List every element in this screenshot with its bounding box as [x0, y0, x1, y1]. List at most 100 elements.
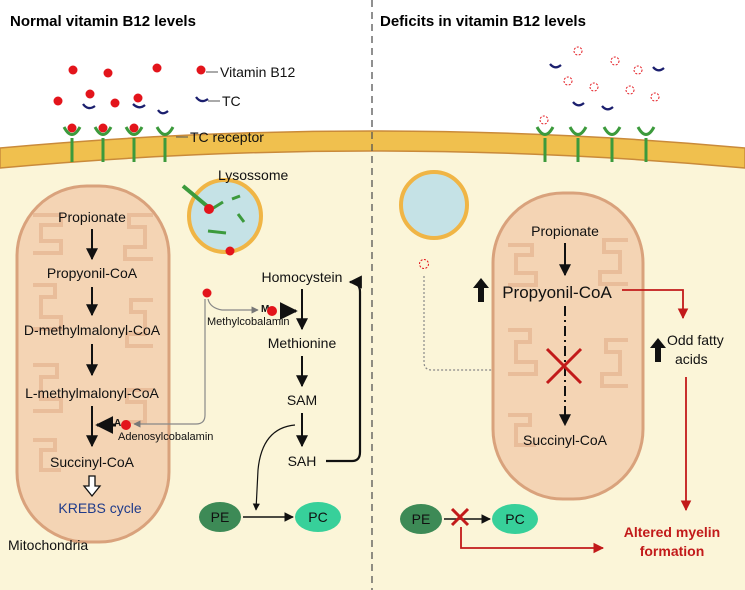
altered-myelin-label-1: Altered myelin — [624, 524, 720, 540]
receptor-fragment — [236, 213, 246, 223]
depleted-b12-dot — [573, 46, 583, 56]
receptor-fragment — [231, 194, 241, 201]
vitamin-b12-dot — [152, 63, 162, 73]
propyonil-coa-label-right: Propyonil-CoA — [502, 283, 612, 302]
depleted-b12-dot — [563, 76, 573, 86]
legend-vitamin-b12: Vitamin B12 — [220, 64, 295, 80]
tc-receptor-icon — [568, 126, 588, 162]
left-panel-title: Normal vitamin B12 levels — [10, 13, 196, 30]
d-methylmalonyl-coa-label: D-methylmalonyl-CoA — [24, 322, 161, 338]
recycle-arrow — [326, 275, 362, 463]
lysosome-right — [399, 170, 469, 240]
legend-tc-icon — [195, 96, 209, 103]
tc-protein — [601, 105, 614, 111]
odd-fatty-label-2: acids — [675, 351, 708, 367]
altered-myelin-label-2: formation — [640, 543, 705, 559]
blocked-route-arrow — [423, 276, 517, 374]
vitamin-b12-dot — [53, 96, 63, 106]
tc-receptors-left — [62, 123, 175, 162]
tc-receptor-icon — [124, 123, 144, 162]
homocystein-label: Homocystein — [262, 269, 343, 285]
sah-label: SAH — [288, 453, 317, 469]
b12-route-arrow — [133, 299, 206, 428]
pe-label-right: PE — [412, 511, 431, 527]
succinyl-coa-label-right: Succinyl-CoA — [523, 432, 608, 448]
myelin-effect-arrow — [460, 527, 605, 554]
cristae — [123, 213, 153, 424]
receptor-fragment — [207, 229, 227, 235]
lysosome-body — [187, 178, 263, 254]
tc-receptors-right — [535, 126, 656, 162]
adenosylcobalamin-label: Adenosylcobalamin — [118, 431, 213, 443]
depleted-b12-dot — [610, 56, 620, 66]
lysosome-left: Lysossome — [181, 167, 289, 256]
cristae — [508, 243, 538, 447]
tc-protein — [652, 66, 665, 72]
pc-label: PC — [308, 509, 327, 525]
propionate-label: Propionate — [58, 209, 126, 225]
pc-node-right — [492, 504, 538, 534]
tc-receptor-icon — [62, 123, 82, 162]
tc-protein — [132, 103, 146, 109]
mitochondrion-right — [491, 191, 645, 501]
hollow-arrow-icon — [82, 475, 102, 498]
legend-tc-receptor: TC receptor — [190, 129, 264, 145]
vitamin-b12-dot — [85, 89, 95, 99]
b12-route-arrow — [207, 298, 259, 314]
legend-tc: TC — [222, 93, 241, 109]
methyl-letter: M — [261, 304, 269, 315]
succinyl-coa-label: Succinyl-CoA — [50, 454, 135, 470]
pe-node — [199, 502, 241, 532]
receptor-fragment — [181, 184, 209, 208]
tc-receptor-icon — [535, 126, 555, 162]
pe-label: PE — [211, 509, 230, 525]
pc-node — [295, 502, 341, 532]
b12-particles-right — [539, 46, 665, 125]
depleted-b12-dot — [539, 115, 549, 125]
tc-protein — [82, 103, 96, 110]
depleted-b12-dot — [633, 65, 643, 75]
vitamin-b12-dot — [202, 288, 212, 298]
tc-receptor-icon — [93, 123, 113, 162]
vitamin-b12-dot — [204, 204, 214, 214]
vitamin-b12-dot — [133, 93, 143, 103]
legend: Vitamin B12 TC TC receptor — [176, 64, 295, 145]
propyonil-coa-label: Propyonil-CoA — [47, 265, 138, 281]
depleted-b12-dot — [419, 259, 429, 269]
right-panel-title: Deficits in vitamin B12 levels — [380, 13, 586, 30]
tc-receptor-icon — [155, 126, 175, 162]
pc-label-right: PC — [505, 511, 524, 527]
adenosylcobalamin-dot — [121, 420, 131, 430]
depleted-b12-dot — [589, 82, 599, 92]
cristae — [33, 213, 63, 472]
l-methylmalonyl-coa-label: L-methylmalonyl-CoA — [25, 385, 159, 401]
block-x-icon — [545, 347, 583, 385]
vitamin-b12-dot — [225, 246, 235, 256]
methyl-donor-arrow — [252, 424, 296, 511]
sam-label: SAM — [287, 392, 317, 408]
vitamin-b12-dot — [68, 65, 78, 75]
depleted-b12-dot — [650, 92, 660, 102]
tc-protein — [549, 63, 562, 69]
legend-b12-icon — [196, 65, 206, 75]
krebs-cycle-label: KREBS cycle — [58, 500, 141, 516]
depleted-b12-dot — [625, 85, 635, 95]
vitamin-b12-dot — [110, 98, 120, 108]
b12-particles-left — [53, 63, 169, 115]
cristae — [598, 238, 628, 388]
methylcobalamin-label: Methylcobalamin — [207, 316, 290, 328]
increase-arrow-icon — [473, 278, 489, 302]
mitochondria-label: Mitochondria — [8, 537, 88, 553]
lysosome-label: Lysossome — [218, 167, 289, 183]
adenosyl-letter: A — [114, 418, 121, 429]
propionate-label-right: Propionate — [531, 223, 599, 239]
odd-fatty-label-1: Odd fatty — [667, 332, 724, 348]
tc-protein — [157, 109, 169, 115]
vitamin-b12-dot — [103, 68, 113, 78]
accumulation-arrow — [622, 289, 689, 320]
methionine-label: Methionine — [268, 335, 337, 351]
tc-receptor-icon — [602, 126, 622, 162]
methylcobalamin-dot — [267, 306, 277, 316]
